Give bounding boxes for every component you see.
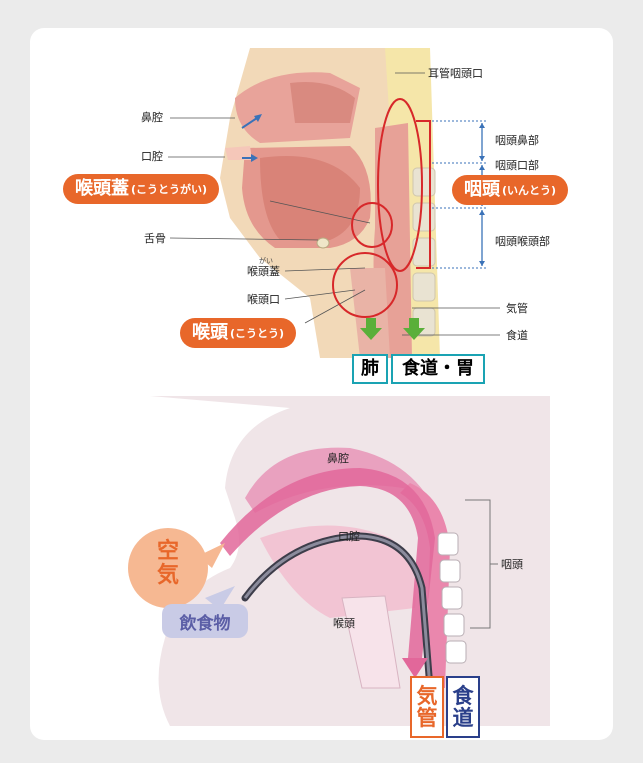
food-label: 飲食物	[180, 609, 231, 634]
label-oral-cavity: 口腔	[141, 151, 163, 162]
trachea-box: 気 管	[410, 676, 444, 738]
callout-larynx-reading: (こうとう)	[230, 328, 284, 339]
esophagus-box: 食 道	[446, 676, 480, 738]
label-epiglottis: 喉頭蓋	[247, 266, 280, 277]
label-trachea: 気管	[506, 303, 528, 314]
label-laryngopharynx: 咽頭喉頭部	[495, 236, 550, 247]
air-label-line1: 空	[148, 540, 188, 564]
callout-pharynx-reading: (いんとう)	[502, 185, 556, 196]
callout-pharynx: 咽頭 (いんとう)	[452, 175, 568, 205]
food-bubble: 飲食物	[162, 604, 248, 638]
label-larynx-bottom: 喉頭	[333, 618, 355, 629]
label-epiglottis-ruby: がい	[259, 258, 273, 265]
callout-epiglottis-main: 喉頭蓋	[75, 180, 129, 198]
callout-larynx: 喉頭 (こうとう)	[180, 318, 296, 348]
trachea-box-line1: 気	[417, 685, 438, 707]
label-oropharynx: 咽頭口部	[495, 160, 539, 171]
label-esophagus: 食道	[506, 330, 528, 341]
label-nasopharynx: 咽頭鼻部	[495, 135, 539, 146]
label-pharynx-bottom: 咽頭	[501, 559, 523, 570]
label-nasal-cavity-bottom: 鼻腔	[327, 453, 349, 464]
trachea-box-line2: 管	[417, 707, 438, 729]
label-eustachian-opening: 耳管咽頭口	[428, 68, 483, 79]
callout-epiglottis: 喉頭蓋 (こうとうがい)	[63, 174, 219, 204]
destination-esophagus-stomach: 食道・胃	[391, 354, 485, 384]
label-nasal-cavity: 鼻腔	[141, 112, 163, 123]
label-oral-cavity-bottom: 口腔	[338, 531, 360, 542]
content-card: 鼻腔 口腔 舌骨 がい 喉頭蓋 喉頭口 耳管咽頭口 咽頭鼻部 咽頭口部 咽頭喉頭…	[30, 28, 613, 740]
destination-lung: 肺	[352, 354, 388, 384]
esophagus-box-line2: 道	[453, 707, 474, 729]
airway-foodway-illustration	[30, 388, 613, 733]
callout-larynx-main: 喉頭	[192, 324, 228, 342]
air-label-line2: 気	[148, 564, 188, 588]
callout-pharynx-main: 咽頭	[464, 181, 500, 199]
air-label: 空 気	[148, 540, 188, 588]
esophagus-box-line1: 食	[453, 685, 474, 707]
callout-epiglottis-reading: (こうとうがい)	[131, 184, 207, 195]
label-hyoid: 舌骨	[144, 233, 166, 244]
label-laryngeal-inlet: 喉頭口	[247, 294, 280, 305]
